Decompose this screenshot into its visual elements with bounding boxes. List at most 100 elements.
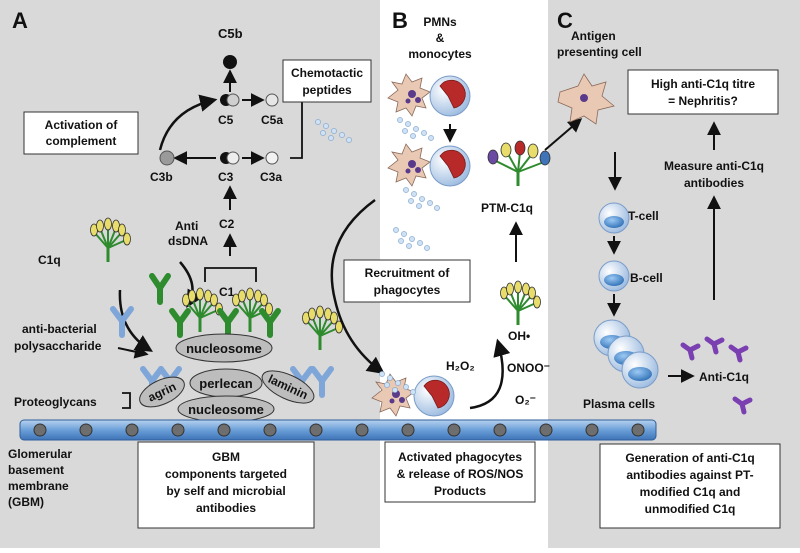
activation-box: Activation of complement (23, 111, 139, 155)
c5-circle-light (226, 93, 240, 107)
bcell-label: B-cell (630, 271, 663, 285)
measure-line2: antibodies (684, 176, 744, 190)
c2-label: C2 (219, 217, 235, 231)
proteoglycans-label: Proteoglycans (14, 395, 97, 409)
c1-bracket (204, 267, 257, 282)
recruitment-line2: phagocytes (374, 283, 441, 297)
activation-line2: complement (46, 134, 117, 148)
membrane-nucleus (355, 423, 369, 437)
membrane-nuclei (33, 423, 645, 437)
c3-label: C3 (218, 170, 234, 184)
measure-line1: Measure anti-C1q (664, 159, 764, 173)
generation-line3: modified C1q and (640, 485, 741, 499)
h2o2-label: H₂O₂ (446, 359, 475, 373)
c5a-label: C5a (261, 113, 283, 127)
c1q-label: C1q (38, 253, 61, 267)
c5b-label: C5b (218, 26, 243, 41)
membrane-nucleus (631, 423, 645, 437)
perlecan-label: perlecan (199, 376, 253, 391)
chemotactic-line1: Chemotactic (291, 66, 363, 80)
membrane-nucleus (263, 423, 277, 437)
complement-cascade: C5b C5 C5a C3b C3 C3a C2 C1 (150, 26, 303, 299)
membrane-nucleus (493, 423, 507, 437)
gbm-label-line2: basement (8, 463, 64, 477)
titre-box: High anti-C1q titre = Nephritis? (627, 69, 779, 115)
c3-circle-light (226, 151, 240, 165)
antigen-presenting-cell (557, 73, 615, 125)
recruitment-box: Recruitment of phagocytes (343, 259, 471, 303)
c3b-label: C3b (150, 170, 173, 184)
membrane-nucleus (309, 423, 323, 437)
green-antibody-free (149, 273, 171, 305)
c3a-label: C3a (260, 170, 282, 184)
anti-c1q-label: Anti-C1q (699, 370, 749, 384)
gbm-box-line3: by self and microbial (166, 484, 285, 498)
gbm-box-line1: GBM (212, 450, 240, 464)
panel-b-letter: B (392, 8, 408, 33)
gbm-label-line1: Glomerular (8, 447, 72, 461)
panel-c-letter: C (557, 8, 573, 33)
c5-label: C5 (218, 113, 234, 127)
activated-box: Activated phagocytes & release of ROS/NO… (384, 441, 536, 503)
proteoglycans-bracket (122, 392, 131, 409)
pmns-line1: PMNs (423, 15, 457, 29)
t-cell (598, 202, 630, 234)
membrane-nucleus (79, 423, 93, 437)
membrane-nucleus (447, 423, 461, 437)
generation-line4: unmodified C1q (645, 502, 736, 516)
membrane-nucleus (217, 423, 231, 437)
gbm-components-box: GBM components targeted by self and micr… (137, 441, 315, 529)
anti-dsdna-line2: dsDNA (168, 234, 208, 248)
membrane-nucleus (539, 423, 553, 437)
panel-a-letter: A (12, 8, 28, 33)
c5a-circle (265, 93, 279, 107)
membrane-nucleus (125, 423, 139, 437)
tcell-label: T-cell (628, 209, 659, 223)
bound-c1q-group (169, 286, 344, 352)
ptm-c1q-label: PTM-C1q (481, 201, 533, 215)
recruitment-curve-arrow (330, 198, 385, 375)
generation-box: Generation of anti-C1q antibodies agains… (599, 443, 781, 529)
activated-line2: & release of ROS/NOS (397, 467, 524, 481)
antibacterial-line2: polysaccharide (14, 339, 102, 353)
generation-line1: Generation of anti-C1q (625, 451, 754, 465)
anti-dsdna-line1: Anti (175, 219, 198, 233)
activated-line1: Activated phagocytes (398, 450, 522, 464)
gbm-label-line4: (GBM) (8, 495, 44, 509)
nucleosome-top-shape (175, 333, 273, 363)
b-cell (598, 260, 630, 292)
laminin-shape (261, 370, 315, 404)
antibacterial-line1: anti-bacterial (22, 322, 97, 336)
pmns-line2: & (436, 31, 445, 45)
membrane-nucleus (585, 423, 599, 437)
glomerular-basement-membrane (19, 419, 657, 441)
nucleosome-bottom-label: nucleosome (188, 402, 264, 417)
plasma-cells (593, 319, 659, 389)
apc-line2: presenting cell (557, 45, 642, 59)
titre-line2: = Nephritis? (668, 94, 738, 108)
membrane-nucleus (401, 423, 415, 437)
apc-line1: Antigen (571, 29, 616, 43)
c5b-circle (223, 55, 237, 69)
gbm-box-line2: components targeted (165, 467, 287, 481)
plasma-label: Plasma cells (583, 397, 655, 411)
c3a-circle (265, 151, 279, 165)
activated-line3: Products (434, 484, 486, 498)
nucleosome-top-label: nucleosome (186, 341, 262, 356)
membrane-nucleus (33, 423, 47, 437)
chemotactic-box: Chemotactic peptides (282, 59, 372, 103)
c3b-to-c5-arrow (158, 94, 218, 151)
onoo-label: ONOO⁻ (507, 361, 550, 375)
gbm-label-line3: membrane (8, 479, 69, 493)
antibacterial-arrow (117, 344, 149, 359)
ros-curve-arrow (469, 338, 511, 410)
membrane-nucleus (171, 423, 185, 437)
c3b-circle (159, 150, 175, 166)
pmns-line3: monocytes (408, 47, 472, 61)
recruitment-line1: Recruitment of (365, 266, 451, 280)
titre-line1: High anti-C1q titre (651, 77, 755, 91)
oh-label: OH• (508, 329, 530, 343)
ptm-c1q (487, 140, 551, 186)
